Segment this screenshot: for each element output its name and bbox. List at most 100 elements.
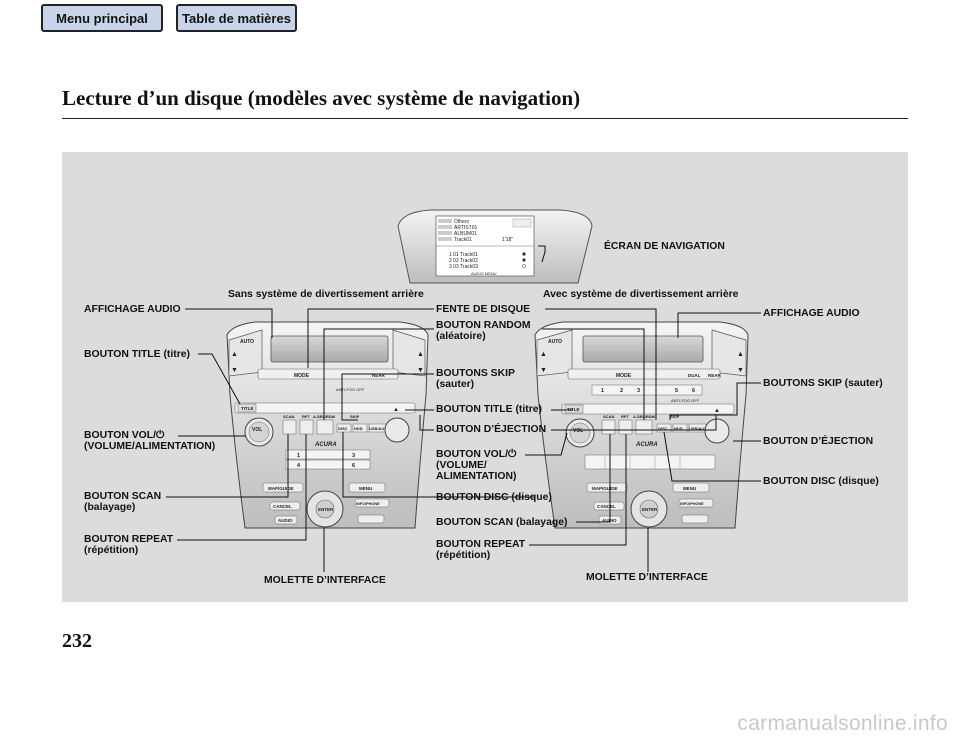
label-vol-center-line2: (VOLUME/ xyxy=(436,460,487,471)
screen-row-1: Others xyxy=(454,219,470,225)
usbaux-text-right: USB/AUX xyxy=(689,426,707,431)
svg-text:▲: ▲ xyxy=(540,351,547,358)
acura-logo-right: ACURA xyxy=(635,442,658,448)
scan-text-left: SCAN xyxy=(283,414,294,419)
rpt-text-right: RPT xyxy=(621,414,630,419)
label-scan-line1: BOUTON SCAN xyxy=(84,491,162,502)
title-button-right[interactable] xyxy=(564,404,584,414)
preset-3-right: 3 xyxy=(637,388,640,394)
rear-label-left: REAR xyxy=(372,373,386,378)
label-disc-button-center: BOUTON DISC (disque) xyxy=(436,492,552,503)
screen-track-3: 3 03 Track03 xyxy=(449,264,478,270)
acura-logo-left: ACURA xyxy=(314,442,337,448)
preset-3-left: 3 xyxy=(352,453,355,459)
svg-text:▲: ▲ xyxy=(417,351,424,358)
auto-label-right: AUTO xyxy=(548,339,562,345)
title-button-left[interactable] xyxy=(237,403,257,413)
preset-6-right: 6 xyxy=(692,388,695,394)
audio-display-right xyxy=(582,335,704,363)
mapguide-text-right: MAP/GUIDE xyxy=(592,486,618,491)
menu-principal-button[interactable]: Menu principal xyxy=(41,4,163,32)
preset-2-right: 2 xyxy=(620,388,623,394)
label-skip-buttons-center: BOUTONS SKIP (sauter) xyxy=(436,368,515,390)
label-vol-center-line3: ALIMENTATION) xyxy=(436,471,517,482)
label-audio-display-left: AFFICHAGE AUDIO xyxy=(84,304,181,315)
repeat-button-left[interactable] xyxy=(299,419,314,435)
caption-with-rear-entertainment: Avec système de divertissement arrière xyxy=(543,289,739,300)
label-repeat-line2: (répétition) xyxy=(84,545,139,556)
label-disc-slot: FENTE DE DISQUE xyxy=(436,304,531,315)
label-vol-line1: BOUTON VOL/⏻ xyxy=(84,430,165,441)
audio-text-left: AUDIO xyxy=(278,518,293,523)
label-vol-button-left: BOUTON VOL/⏻ (VOLUME/ALIMENTATION) xyxy=(84,430,215,452)
enter-text-left: ENTER xyxy=(318,507,334,512)
screen-time: 1'18" xyxy=(502,237,513,243)
title-text-left: TITLE xyxy=(241,406,254,411)
label-repeat-center-line2: (répétition) xyxy=(436,550,491,561)
screen-row-3: ALBUM01 xyxy=(454,231,477,237)
title-text-right: TITLE xyxy=(567,407,580,412)
scan-button-left[interactable] xyxy=(282,419,297,435)
random-button-left[interactable] xyxy=(316,419,334,435)
disc-button-left[interactable] xyxy=(336,423,352,433)
skip-text-right: SKIP xyxy=(670,414,680,419)
svg-text:▼: ▼ xyxy=(540,367,547,374)
label-vol-line2: (VOLUME/ALIMENTATION) xyxy=(84,441,216,452)
label-vol-button-center: BOUTON VOL/⏻ (VOLUME/ ALIMENTATION) xyxy=(436,449,516,482)
page-number: 232 xyxy=(62,630,92,652)
label-repeat-button-left: BOUTON REPEAT (répétition) xyxy=(84,534,173,556)
rear-label-right: REAR xyxy=(708,373,722,378)
label-repeat-line1: BOUTON REPEAT xyxy=(84,534,174,545)
mapguide-text-left: MAP/GUIDE xyxy=(268,486,294,491)
label-vol-center-line1: BOUTON VOL/⏻ xyxy=(436,449,517,460)
cancel-text-right: CANCEL xyxy=(597,504,616,509)
antifog-label-left: ANTI-FOG OFF xyxy=(336,387,365,392)
screen-track-2: 2 02 Track02 xyxy=(449,258,478,264)
table-of-contents-button[interactable]: Table de matières xyxy=(176,4,297,32)
label-skip-line1: BOUTONS SKIP xyxy=(436,368,515,379)
rpt-text-left: RPT xyxy=(302,414,311,419)
svg-text:▲: ▲ xyxy=(393,407,399,413)
svg-text:▼: ▼ xyxy=(737,367,744,374)
antifog-label-right: ANTI-FOG OFF xyxy=(671,398,700,403)
menu-text-left: MENU xyxy=(359,486,372,491)
repeat-button-right[interactable] xyxy=(618,419,633,435)
screen-row-4: Track01 xyxy=(454,237,472,243)
label-repeat-center-line1: BOUTON REPEAT xyxy=(436,539,526,550)
page-title: Lecture d’un disque (modèles avec systèm… xyxy=(62,86,581,110)
random-button-right[interactable] xyxy=(635,419,653,435)
vol-text-right: VOL xyxy=(573,428,583,434)
right-console: AUTO ▲ ▼ ▲ ▼ MODE DUAL REAR 1 2 3 5 6 ANTI… xyxy=(534,321,749,529)
screen-track-1: 1 01 Track01 xyxy=(449,252,478,258)
label-random-button: BOUTON RANDOM (aléatoire) xyxy=(436,320,530,342)
svg-text:▲: ▲ xyxy=(231,351,238,358)
preset-5-right: 5 xyxy=(675,388,678,394)
svg-text:▲: ▲ xyxy=(714,408,720,414)
scan-button-right[interactable] xyxy=(601,419,616,435)
mode-label-left: MODE xyxy=(294,373,310,379)
preset-6-left: 6 xyxy=(352,463,355,469)
vol-text-left: VOL xyxy=(252,427,262,433)
title-rule xyxy=(62,118,908,119)
label-knob-left: MOLETTE D’INTERFACE xyxy=(264,575,386,586)
label-title-button-center: BOUTON TITLE (titre) xyxy=(436,404,543,415)
navigation-screen: Others ARTIST01 ALBUM01 Track01 1'18" 1 … xyxy=(397,209,593,284)
label-disc-button-right: BOUTON DISC (disque) xyxy=(763,476,879,487)
label-skip-buttons-right: BOUTONS SKIP (sauter) xyxy=(763,378,883,389)
label-scan-button-center: BOUTON SCAN (balayage) xyxy=(436,517,568,528)
label-eject-button-center: BOUTON D’ÉJECTION xyxy=(436,424,547,435)
screen-row-2: ARTIST01 xyxy=(454,225,477,231)
dual-label-right: DUAL xyxy=(688,373,701,378)
disc-text-left: DISC xyxy=(338,426,348,431)
hdd-text-left: HDD xyxy=(354,426,363,431)
screen-footer: AUDIO MENU xyxy=(471,271,497,276)
infophone-text-right: INFO/PHONE xyxy=(680,502,704,506)
label-random-line1: BOUTON RANDOM xyxy=(436,320,531,331)
label-nav-screen: ÉCRAN DE NAVIGATION xyxy=(604,241,725,252)
preset-1-left: 1 xyxy=(297,453,300,459)
preset-1-right: 1 xyxy=(601,388,604,394)
mode-label-right: MODE xyxy=(616,373,632,379)
auto-label-left: AUTO xyxy=(240,339,254,345)
disc-text-right: DISC xyxy=(658,426,668,431)
